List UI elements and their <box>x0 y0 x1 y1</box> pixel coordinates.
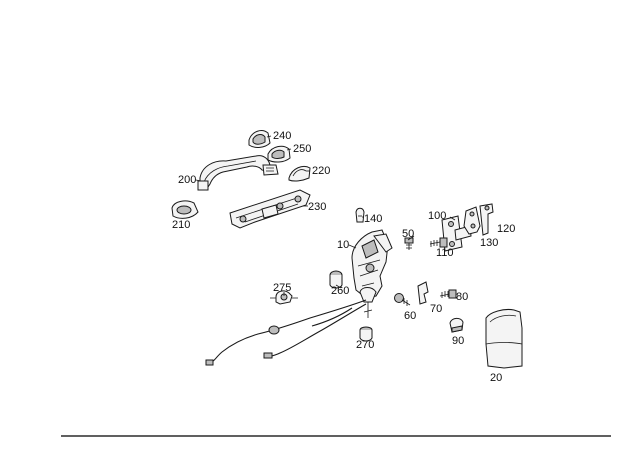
part-270-grommet <box>359 326 373 342</box>
part-50-screw <box>404 237 414 250</box>
part-260-bushing <box>329 270 343 289</box>
part-60-bolt <box>394 293 411 306</box>
part-90-cap <box>449 317 464 333</box>
part-210-gasket <box>171 200 199 219</box>
callout-250: 250 <box>293 143 311 155</box>
part-240-cap <box>248 130 271 148</box>
callout-270: 270 <box>356 339 374 351</box>
callout-90: 90 <box>452 335 464 347</box>
part-140-plug <box>355 207 365 223</box>
callout-220: 220 <box>312 165 330 177</box>
part-275-clip <box>270 290 298 305</box>
part-10-door-lock <box>351 229 393 318</box>
part-cables <box>205 299 367 366</box>
part-230-handle-carrier <box>229 189 311 229</box>
part-80-screw <box>439 289 457 299</box>
callout-130: 130 <box>480 237 498 249</box>
part-70-clip <box>417 281 429 305</box>
callout-70: 70 <box>430 303 442 315</box>
callout-140: 140 <box>364 213 382 225</box>
callout-210: 210 <box>172 219 190 231</box>
callout-260: 260 <box>331 285 349 297</box>
callout-200: 200 <box>178 174 196 186</box>
callout-230: 230 <box>308 201 326 213</box>
callout-240: 240 <box>273 130 291 142</box>
callout-labels: 240 250 220 200 230 210 140 100 120 50 1… <box>172 130 515 384</box>
part-120-130-bracket <box>463 203 494 236</box>
part-250-cover <box>267 145 291 163</box>
leader-lines <box>195 135 456 296</box>
callout-120: 120 <box>497 223 515 235</box>
callout-10: 10 <box>337 239 349 251</box>
part-220-gasket <box>288 165 311 182</box>
part-20-cover <box>485 309 523 369</box>
callout-60: 60 <box>404 310 416 322</box>
callout-20: 20 <box>490 372 502 384</box>
callout-110: 110 <box>436 247 454 259</box>
callout-275: 275 <box>273 282 291 294</box>
part-200-door-handle <box>197 155 279 191</box>
part-110-bolt <box>429 237 448 248</box>
callout-100: 100 <box>428 210 446 222</box>
callout-80: 80 <box>456 291 468 303</box>
callout-50: 50 <box>402 228 414 240</box>
